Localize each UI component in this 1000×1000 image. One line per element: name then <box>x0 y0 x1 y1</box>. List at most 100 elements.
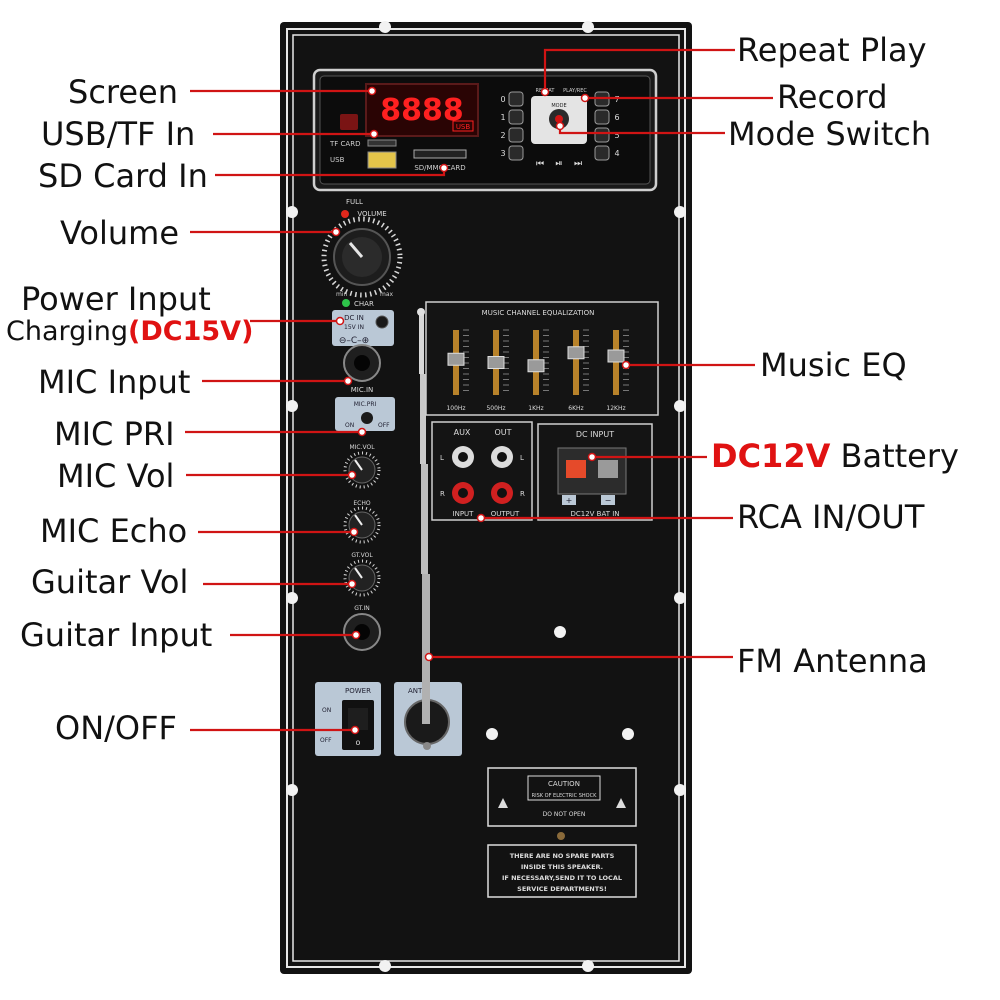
callout-line-fm-antenna <box>424 652 733 662</box>
eq-band-label: 6KHz <box>568 405 583 412</box>
mode-record-dot <box>555 115 563 123</box>
eq-slider-knob[interactable] <box>607 349 625 363</box>
label-power-input: Power Input <box>21 280 211 318</box>
echo-label: ECHO <box>353 500 370 507</box>
eq-slider-1KHz[interactable]: 1KHz <box>527 329 549 412</box>
label-rca-in-out: RCA IN/OUT <box>737 498 925 536</box>
label-mic-input: MIC Input <box>38 363 191 401</box>
label-screen: Screen <box>68 73 179 111</box>
label-usb-tf-in: USB/TF In <box>41 115 196 153</box>
sd-card-slot[interactable] <box>413 149 467 159</box>
rca-out-r-label: R <box>520 490 525 498</box>
warning-label: THERE ARE NO SPARE PARTS INSIDE THIS SPEA… <box>487 844 637 898</box>
callout-line-record <box>580 93 773 103</box>
number-key-6[interactable]: 6 <box>594 109 620 125</box>
warning-line: INSIDE THIS SPEAKER. <box>521 863 603 871</box>
number-key-3[interactable]: 3 <box>500 145 524 161</box>
power-off-label: OFF <box>320 737 332 744</box>
number-key-1[interactable]: 1 <box>500 109 524 125</box>
number-key-label: 5 <box>614 131 619 140</box>
transport-button[interactable]: ⏯ <box>555 159 562 169</box>
volume-label: VOLUME <box>357 210 386 218</box>
tf-card-slot[interactable] <box>367 139 397 147</box>
rca-input-label: INPUT <box>453 510 475 518</box>
callout-line-guitar-input <box>230 630 361 640</box>
callout-line-usb-tf-in <box>213 129 379 139</box>
svg-text:⊖–C–⊕: ⊖–C–⊕ <box>339 336 369 346</box>
number-key-label: 6 <box>614 113 619 122</box>
aux-label: AUX <box>454 428 471 437</box>
mic-pri-on-label: ON <box>345 422 354 429</box>
battery-terminal-plus[interactable] <box>566 460 586 478</box>
rca-input-r[interactable] <box>452 482 474 504</box>
transport-button[interactable]: ⏭ <box>574 159 582 169</box>
ir-sensor <box>340 114 358 130</box>
rca-output-l[interactable] <box>491 446 513 468</box>
out-label: OUT <box>494 428 511 437</box>
label-fm-antenna: FM Antenna <box>737 642 928 680</box>
eq-slider-6KHz[interactable]: 6KHz <box>567 329 589 412</box>
callout-line-dc12v-battery <box>587 452 707 462</box>
label-dc12v-suffix: Battery <box>830 437 959 475</box>
dc-in-volt-label: 15V IN <box>344 324 364 331</box>
number-key-5[interactable]: 5 <box>594 127 620 143</box>
mounting-holes <box>286 21 686 972</box>
caution-risk: RISK OF ELECTRIC SHOCK <box>532 793 597 799</box>
callout-line-screen <box>190 86 377 96</box>
transport-button[interactable]: ⏮ <box>536 159 544 169</box>
rca-output-r[interactable] <box>491 482 513 504</box>
eq-slider-knob[interactable] <box>447 352 465 366</box>
callout-line-music-eq <box>621 360 755 370</box>
music-eq-panel: MUSIC CHANNEL EQUALIZATION 100Hz 500Hz 1KH… <box>425 301 659 416</box>
mic-in-label: MIC.IN <box>351 386 374 394</box>
display-digits: 8888 <box>380 93 464 128</box>
rca-input-l[interactable] <box>452 446 474 468</box>
power-label: POWER <box>345 687 371 695</box>
eq-slider-knob[interactable] <box>567 346 585 360</box>
label-dc12v-value: DC12V <box>711 437 831 475</box>
panel-border-outer <box>286 28 686 968</box>
volume-knob[interactable] <box>321 216 403 298</box>
callout-line-mic-pri <box>185 427 367 437</box>
dc12v-bat-in-label: DC12V BAT IN <box>570 510 619 518</box>
full-led <box>341 210 349 218</box>
label-dc12v-battery: DC12V Battery <box>711 440 959 472</box>
mic-pri-off-label: OFF <box>378 422 390 429</box>
number-key-2[interactable]: 2 <box>500 127 524 143</box>
number-key-0[interactable]: 0 <box>500 91 524 107</box>
full-label: FULL <box>346 198 363 206</box>
rca-l-label: L <box>440 454 444 462</box>
usb-port[interactable] <box>367 151 397 169</box>
usb-label: USB <box>330 156 345 164</box>
play-rec-label: PLAY/REC <box>563 88 587 94</box>
dc-in-jack[interactable] <box>375 315 389 329</box>
char-label: CHAR <box>354 300 374 308</box>
label-music-eq: Music EQ <box>760 346 907 384</box>
rca-out-l-label: L <box>520 454 524 462</box>
eq-slider-12KHz[interactable]: 12KHz <box>606 329 629 412</box>
char-led <box>342 299 350 307</box>
eq-title: MUSIC CHANNEL EQUALIZATION <box>482 309 595 317</box>
battery-terminal-minus[interactable] <box>598 460 618 478</box>
fm-antenna[interactable] <box>417 308 430 724</box>
mic-pri-switch[interactable] <box>361 412 373 424</box>
label-charging: Charging(DC15V) <box>6 318 253 345</box>
mode-label: MODE <box>551 103 566 109</box>
label-on-off: ON/OFF <box>55 709 177 747</box>
number-key-4[interactable]: 4 <box>594 145 620 161</box>
dc-input-panel: DC INPUT + − DC12V BAT IN <box>537 423 653 521</box>
warning-line: SERVICE DEPARTMENTS! <box>517 885 607 893</box>
eq-slider-500Hz[interactable]: 500Hz <box>486 329 509 412</box>
callout-line-mode-switch <box>555 121 725 135</box>
mic-pri-label: MIC.PRI <box>354 401 377 408</box>
label-repeat-play: Repeat Play <box>737 31 927 69</box>
warning-line: THERE ARE NO SPARE PARTS <box>510 852 615 860</box>
eq-slider-knob[interactable] <box>527 359 545 373</box>
eq-slider-knob[interactable] <box>487 356 505 369</box>
eq-slider-100Hz[interactable]: 100Hz <box>446 329 469 412</box>
gt-vol-label: GT.VOL <box>351 552 373 559</box>
rca-output-label: OUTPUT <box>491 510 520 518</box>
label-charging-prefix: Charging <box>6 316 129 347</box>
callout-line-guitar-vol <box>203 579 357 589</box>
